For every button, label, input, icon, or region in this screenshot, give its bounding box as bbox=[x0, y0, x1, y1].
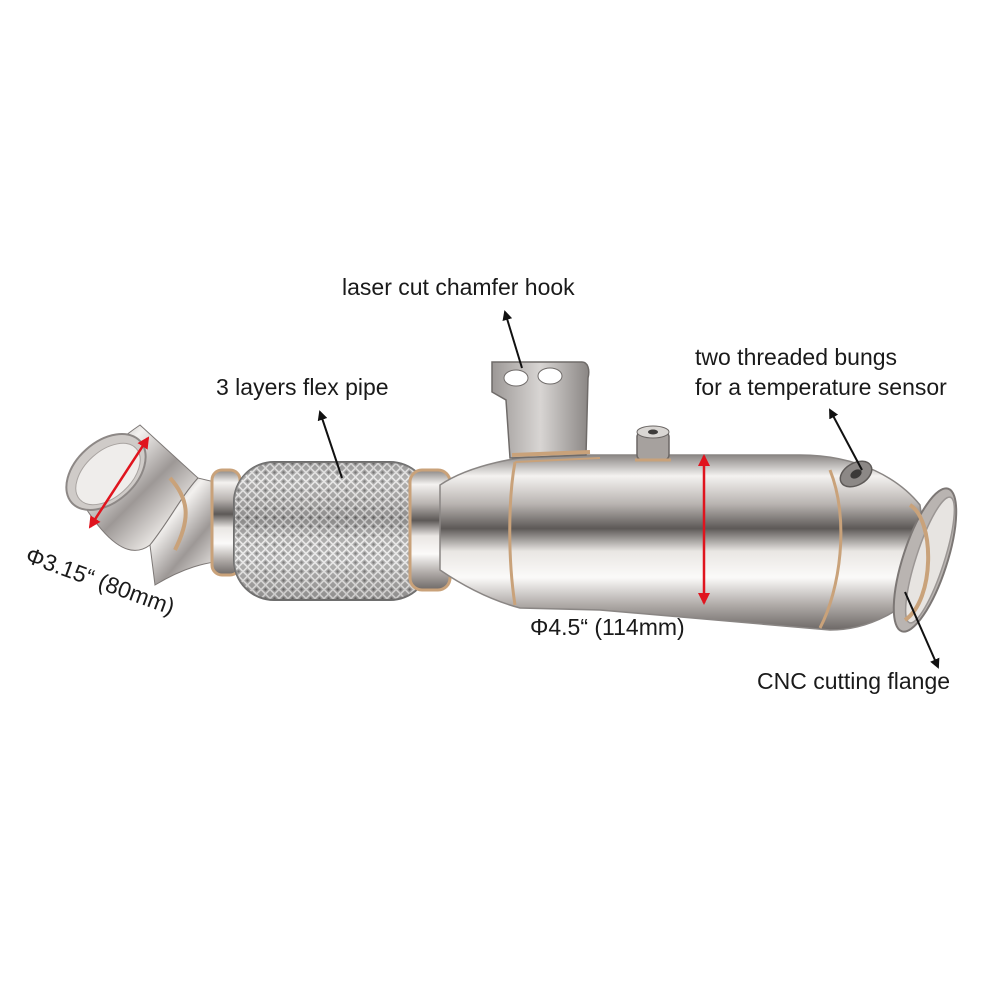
flex-pipe-label: 3 layers flex pipe bbox=[216, 374, 389, 400]
flange-callout-arrow bbox=[904, 591, 940, 669]
flange-label: CNC cutting flange bbox=[757, 668, 951, 694]
chamfer-hook-bracket bbox=[491, 361, 591, 459]
bungs-label-line1: two threaded bungs bbox=[695, 344, 898, 370]
inlet-dimension-arrow bbox=[88, 436, 150, 529]
bungs-label: two threaded bungs for a temperature sen… bbox=[695, 342, 947, 402]
threaded-bung-side bbox=[839, 460, 873, 488]
bungs-label-line2: for a temperature sensor bbox=[695, 374, 947, 400]
flex-callout-arrow bbox=[317, 410, 343, 479]
bungs-callout-arrow bbox=[829, 408, 863, 471]
threaded-bung-top bbox=[635, 425, 671, 462]
hook-label: laser cut chamfer hook bbox=[342, 274, 575, 300]
outlet-diameter-label: Φ4.5“ (114mm) bbox=[530, 614, 685, 640]
hook-callout-arrow bbox=[502, 310, 523, 369]
cnc-flange bbox=[892, 487, 958, 633]
flex-pipe bbox=[210, 461, 452, 601]
